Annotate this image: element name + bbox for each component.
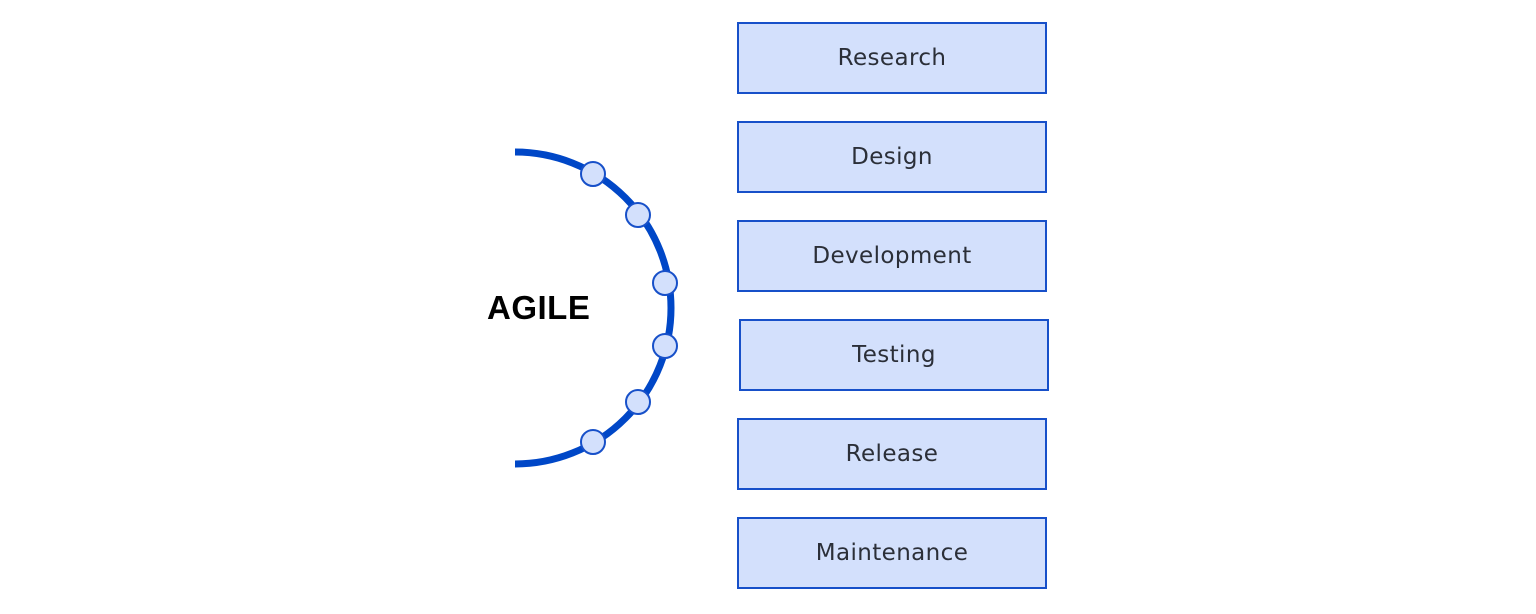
stage-label: Development [812, 243, 972, 269]
stage-design: Design [737, 121, 1047, 193]
stage-release: Release [737, 418, 1047, 490]
arc-node-4 [652, 333, 678, 359]
stage-label: Maintenance [815, 540, 969, 566]
agile-title: AGILE [487, 289, 591, 326]
stage-label: Release [845, 441, 939, 467]
stage-maintenance: Maintenance [737, 517, 1047, 589]
stage-label: Design [851, 144, 933, 170]
stage-label: Research [837, 45, 947, 71]
stage-label: Testing [852, 342, 936, 368]
stage-research: Research [737, 22, 1047, 94]
arc-node-6 [580, 429, 606, 455]
arc-node-1 [580, 161, 606, 187]
stage-testing: Testing [739, 319, 1049, 391]
arc-node-3 [652, 270, 678, 296]
stage-development: Development [737, 220, 1047, 292]
arc-node-5 [625, 389, 651, 415]
arc-node-2 [625, 202, 651, 228]
